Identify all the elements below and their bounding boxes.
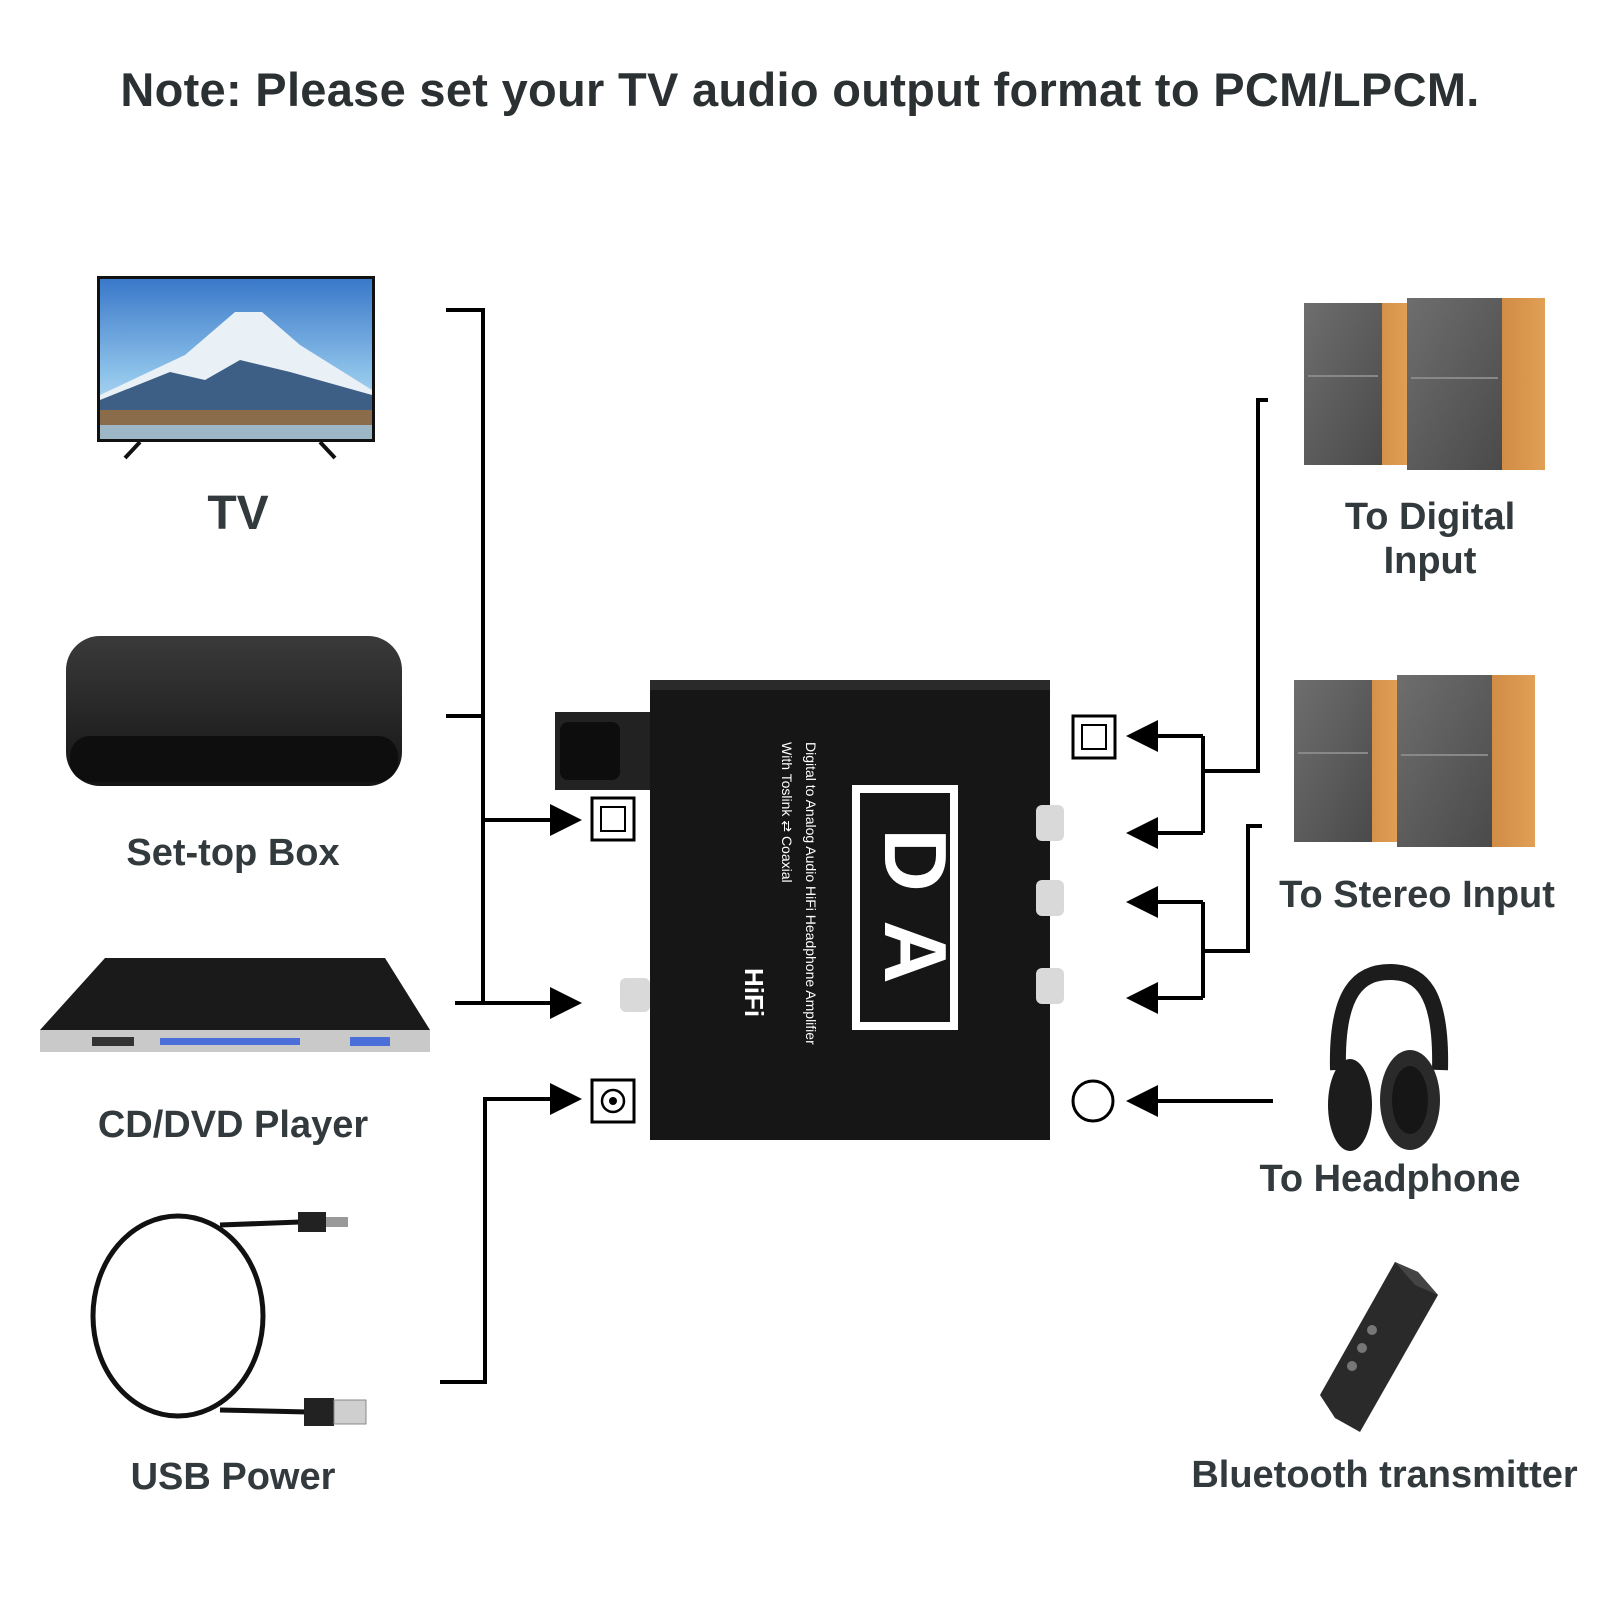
label-tv: TV — [207, 487, 269, 540]
dac-device: D A Digital to Analog Audio HiFi Headpho… — [555, 680, 1064, 1140]
label-set-top-box: Set-top Box — [126, 832, 340, 874]
output-connectors — [1126, 398, 1273, 1117]
label-to-stereo-input: To Stereo Input — [1279, 874, 1555, 916]
tv-image — [97, 276, 375, 460]
headphones-image — [1328, 963, 1449, 1151]
optical-output-port-icon — [1071, 714, 1117, 760]
dac-label-line2: With Toslink ⇄ Coaxial — [779, 742, 795, 883]
label-bluetooth-transmitter: Bluetooth transmitter — [1191, 1454, 1578, 1496]
set-top-box-image — [66, 636, 402, 786]
speakers-digital-image — [1304, 298, 1545, 470]
note-heading: Note: Please set your TV audio output fo… — [120, 63, 1480, 116]
label-to-digital-input-line1: To Digital — [1344, 496, 1516, 538]
headphone-jack-port-icon — [1071, 1079, 1115, 1123]
speakers-stereo-image — [1294, 675, 1535, 847]
bluetooth-transmitter-image — [1320, 1262, 1438, 1432]
usb-cable-image — [90, 1212, 367, 1426]
input-connectors — [440, 308, 582, 1384]
label-to-headphone: To Headphone — [1259, 1158, 1521, 1200]
dac-hifi-label: HiFi — [739, 968, 769, 1017]
label-usb-power: USB Power — [130, 1456, 336, 1498]
dac-logo-d: D — [866, 828, 965, 892]
dac-logo-a: A — [866, 920, 965, 984]
optical-input-port-icon — [590, 796, 636, 842]
dvd-player-image — [40, 958, 430, 1052]
label-to-digital-input-line2: Input — [1383, 540, 1477, 582]
dac-label-line1: Digital to Analog Audio HiFi Headphone A… — [803, 742, 819, 1045]
coaxial-input-port-icon — [590, 1078, 636, 1124]
label-cd-dvd-player: CD/DVD Player — [97, 1104, 369, 1146]
